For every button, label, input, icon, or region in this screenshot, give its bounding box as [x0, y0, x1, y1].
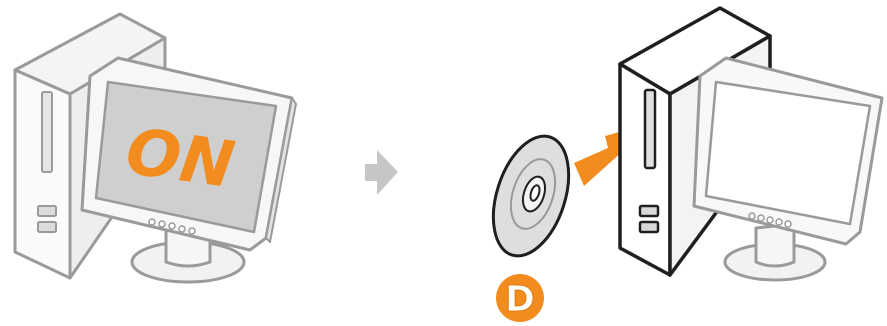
cd-disc-icon	[480, 127, 582, 266]
computer-on-scene: ON	[0, 0, 320, 326]
on-label: ON	[122, 115, 239, 203]
step-arrow-icon	[355, 0, 405, 326]
computer-on-illustration: ON	[0, 0, 320, 326]
monitor-icon	[694, 58, 882, 280]
insert-disc-scene: D	[480, 0, 887, 326]
insert-disc-illustration: D	[480, 0, 887, 326]
disc-badge-label: D	[505, 279, 535, 320]
step-arrow	[355, 0, 405, 326]
disc-badge: D	[496, 274, 544, 322]
